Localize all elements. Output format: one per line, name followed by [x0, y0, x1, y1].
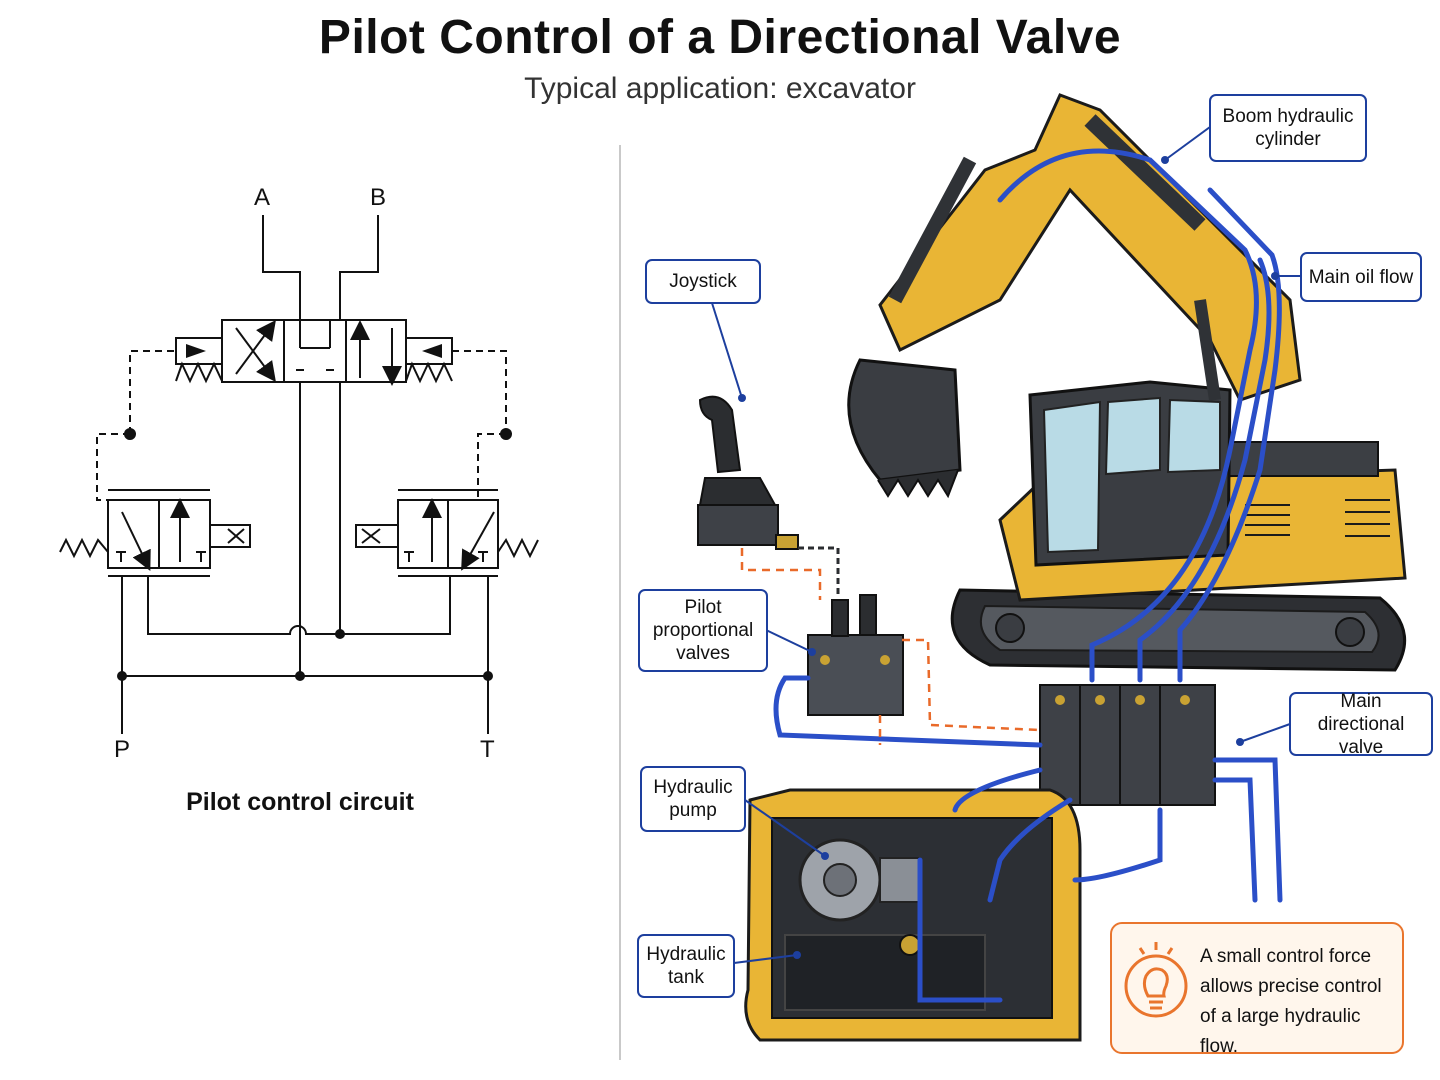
pilot-valve-right-symbol	[355, 489, 539, 577]
callout-pilot-valves: Pilot proportional valves	[638, 589, 768, 672]
page-subtitle: Typical application: excavator	[524, 72, 916, 105]
circuit-caption: Pilot control circuit	[186, 788, 414, 816]
panel-divider	[619, 145, 621, 1060]
main-directional-valve-illustration	[1039, 684, 1216, 806]
page-title: Pilot Control of a Directional Valve	[318, 11, 1122, 64]
excavator-boom-arm	[878, 93, 1302, 402]
joystick-illustration	[697, 395, 799, 550]
note-box: A small control force allows precise con…	[1110, 922, 1404, 1057]
pump-illustration	[798, 838, 921, 922]
excavator-bucket	[847, 358, 962, 499]
port-label-a: A	[254, 184, 271, 211]
callout-main-oil-flow: Main oil flow	[1300, 252, 1422, 302]
callout-joystick: Joystick	[645, 259, 761, 304]
port-label-t: T	[480, 736, 495, 763]
main-directional-valve-symbol	[175, 319, 453, 386]
pilot-valves-illustration	[807, 594, 904, 716]
excavator-cab	[1028, 380, 1232, 567]
pilot-signal-lines	[740, 548, 1041, 745]
callout-hydraulic-pump: Hydraulic pump	[640, 766, 746, 832]
port-label-p: P	[114, 736, 131, 763]
callout-leaders	[711, 126, 1300, 964]
port-label-b: B	[370, 184, 387, 211]
callout-main-directional-valve: Main directional valve	[1289, 691, 1433, 758]
callout-boom-cylinder: Boom hydraulic cylinder	[1209, 94, 1367, 162]
pilot-valve-left-symbol	[59, 489, 251, 577]
note-text: A small control force allows precise con…	[1200, 946, 1382, 1057]
main-oil-lines	[773, 148, 1283, 1003]
lightbulb-icon	[1124, 942, 1188, 1018]
callout-hydraulic-tank: Hydraulic tank	[637, 934, 735, 998]
pilot-circuit-schematic	[59, 215, 539, 734]
